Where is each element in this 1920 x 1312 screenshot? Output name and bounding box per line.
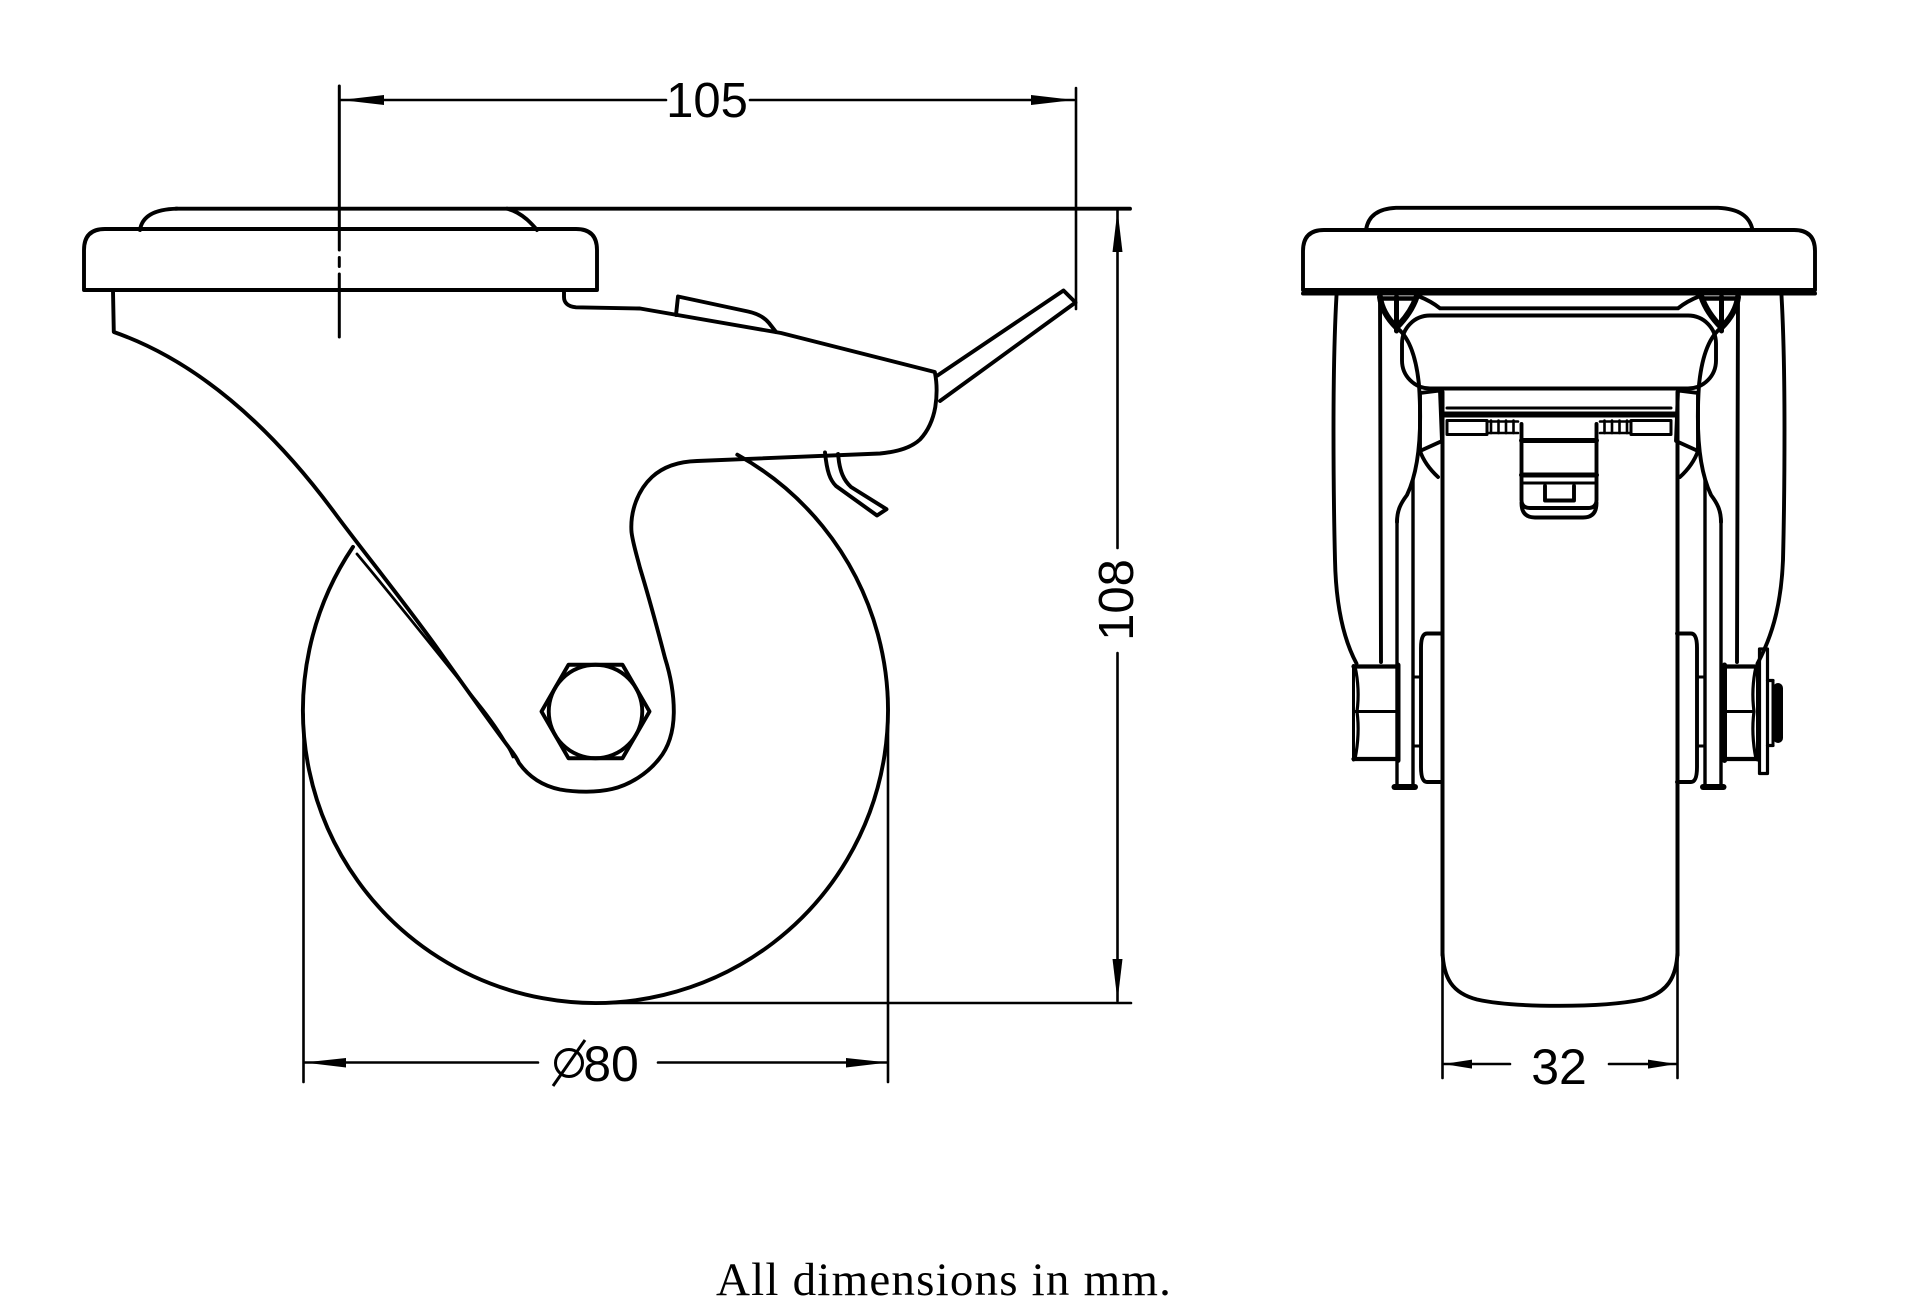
- svg-text:80: 80: [583, 1036, 639, 1092]
- svg-text:108: 108: [1090, 559, 1144, 641]
- svg-text:32: 32: [1531, 1039, 1587, 1095]
- svg-text:All dimensions in mm.: All dimensions in mm.: [716, 1254, 1172, 1306]
- svg-text:105: 105: [666, 74, 748, 128]
